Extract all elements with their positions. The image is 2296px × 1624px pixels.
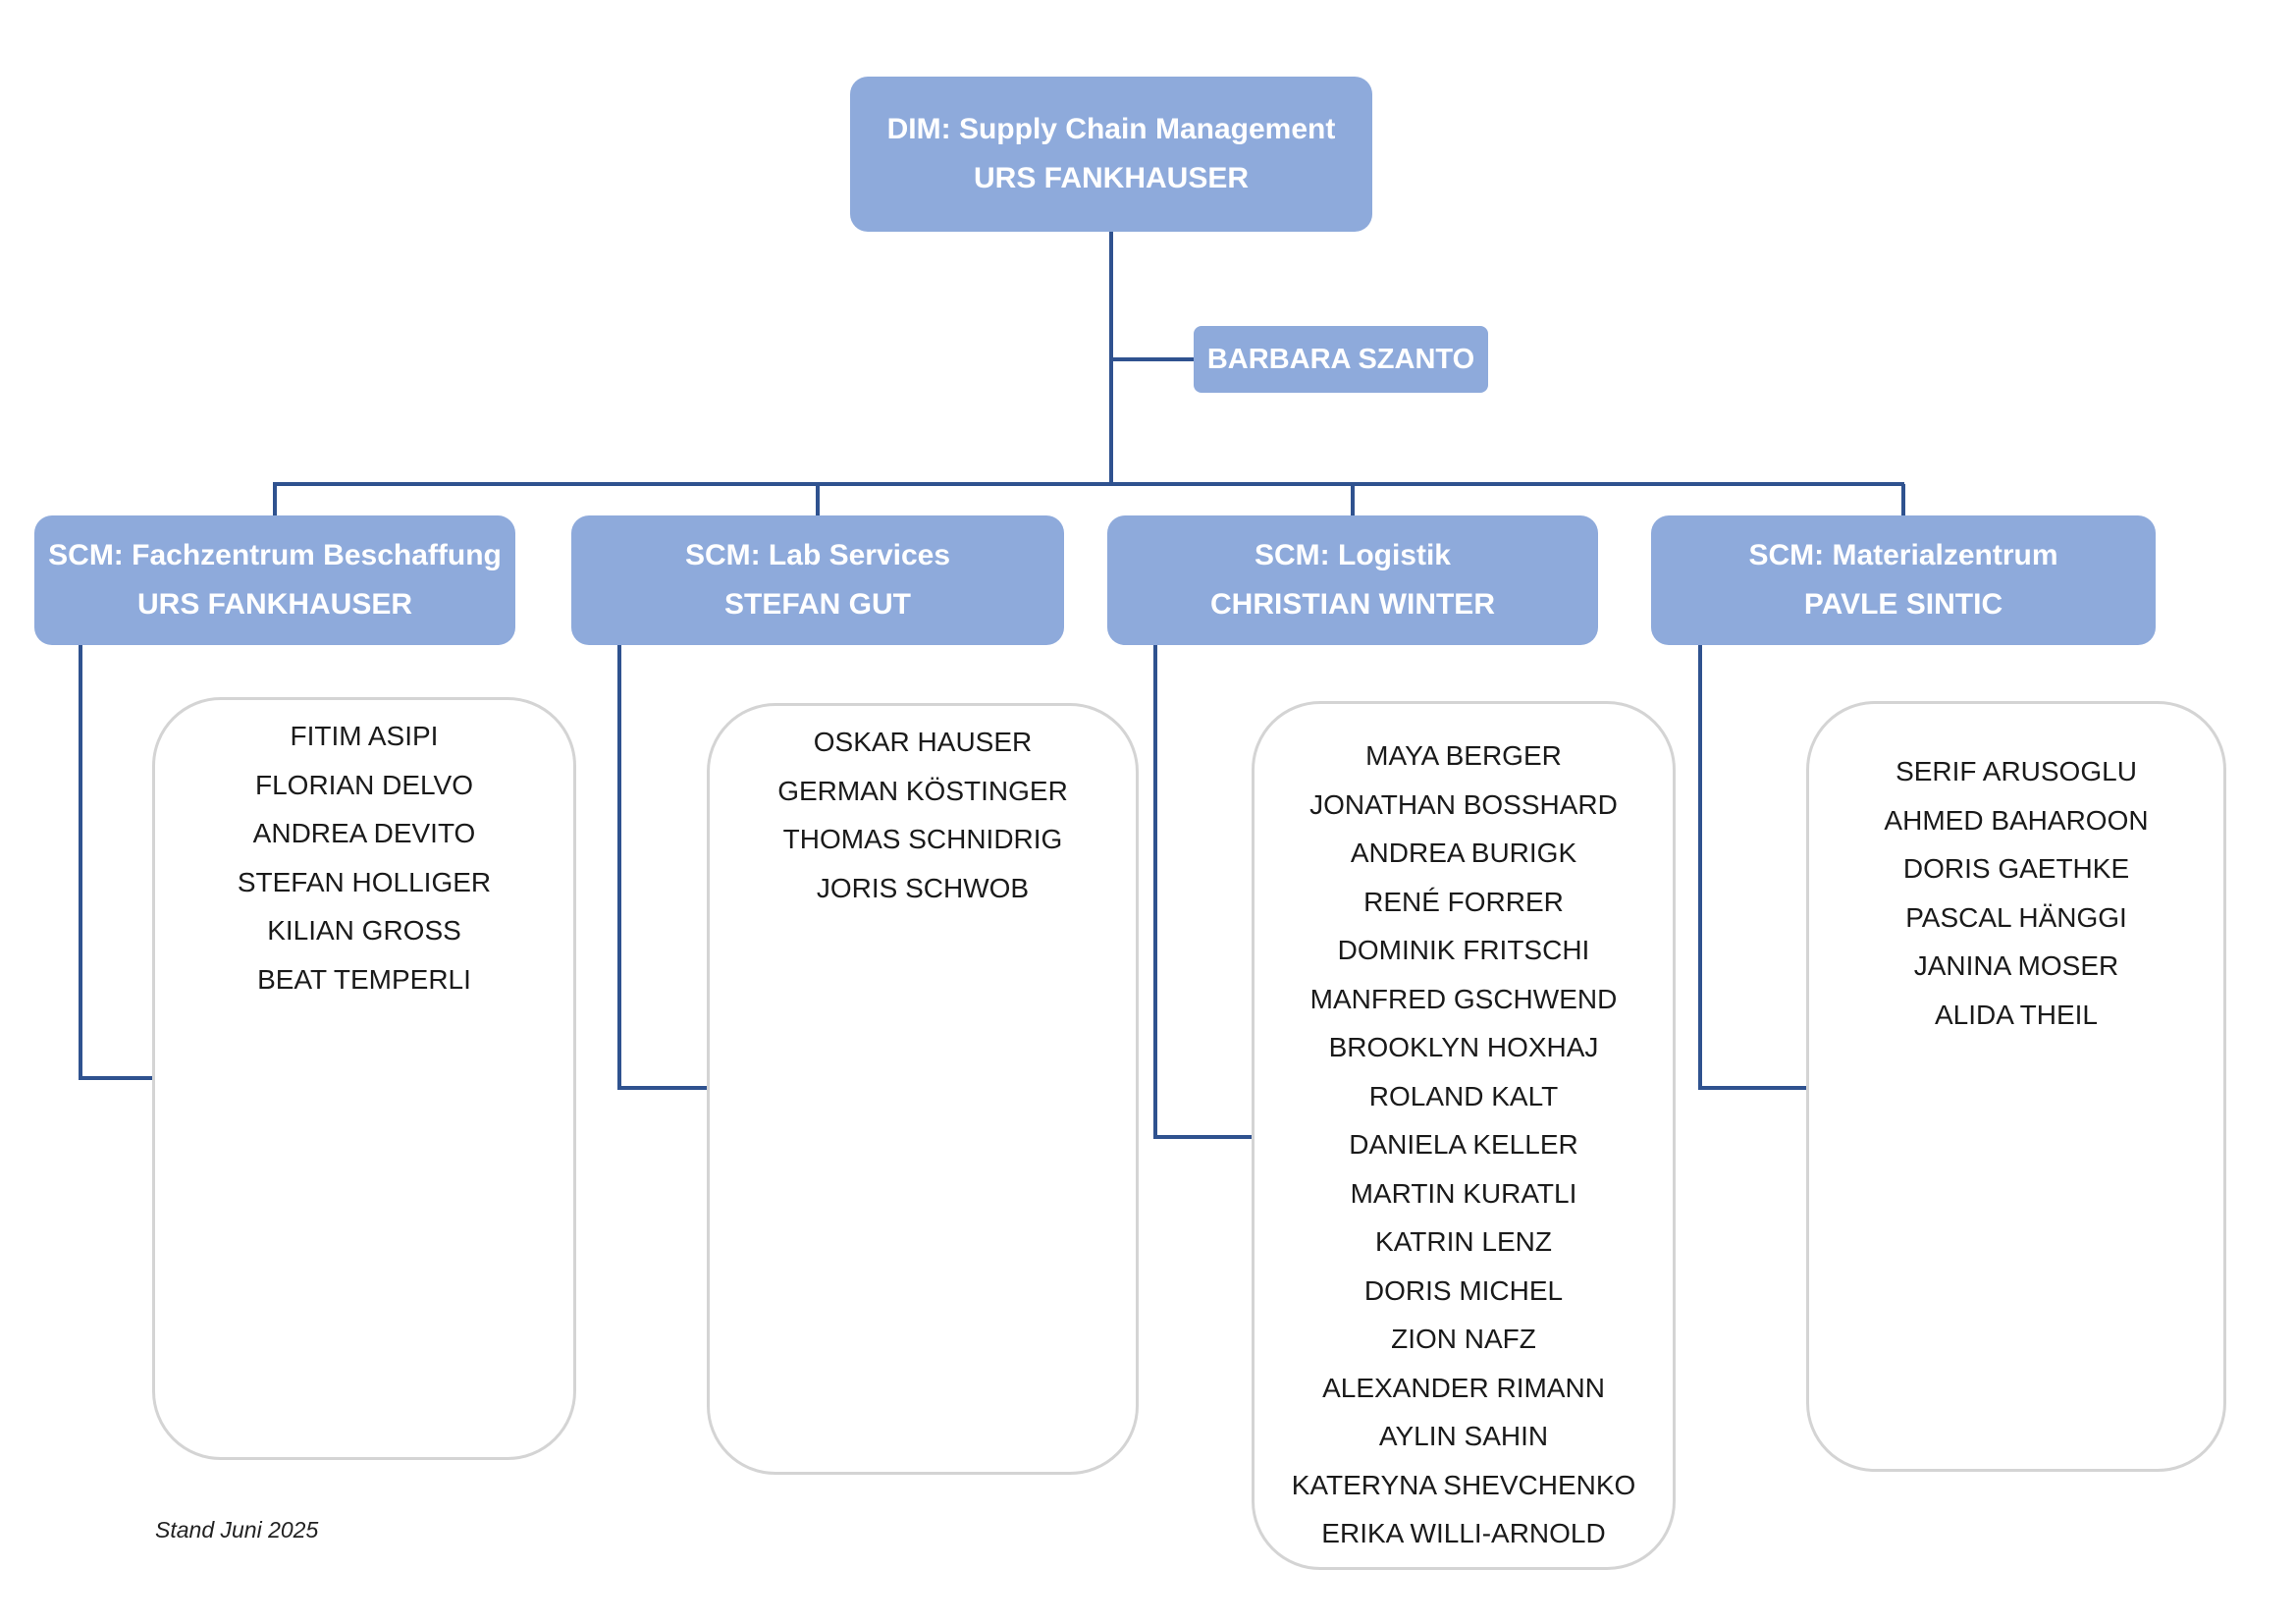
connector-members-0: [79, 645, 152, 1080]
footer-date-note: Stand Juni 2025: [155, 1517, 319, 1543]
member-name: JANINA MOSER: [1913, 950, 2119, 981]
department-box: SCM: Logistik CHRISTIAN WINTER: [1107, 515, 1598, 645]
member-name: STEFAN HOLLIGER: [237, 866, 492, 897]
member-name: PASCAL HÄNGGI: [1905, 901, 2127, 933]
member-name: ALEXANDER RIMANN: [1322, 1372, 1605, 1403]
connector-members-2: [1153, 645, 1252, 1139]
member-name: ZION NAFZ: [1391, 1324, 1536, 1354]
top-unit-head: URS FANKHAUSER: [973, 162, 1250, 194]
member-name: AYLIN SAHIN: [1378, 1421, 1549, 1451]
department-box: SCM: Fachzentrum Beschaffung URS FANKHAU…: [34, 515, 515, 645]
department-head: PAVLE SINTIC: [1803, 588, 2003, 621]
member-name: SERIF ARUSOGLU: [1896, 756, 2137, 786]
member-name: AHMED BAHAROON: [1884, 804, 2149, 836]
member-list-fachzentrum-beschaffung: FITIM ASIPI FLORIAN DELVO ANDREA DEVITO …: [152, 697, 576, 1460]
member-name: DOMINIK FRITSCHI: [1337, 935, 1590, 965]
department-box: SCM: Materialzentrum PAVLE SINTIC: [1651, 515, 2156, 645]
member-name: BEAT TEMPERLI: [257, 963, 471, 995]
member-name: FITIM ASIPI: [290, 721, 439, 751]
department-head: URS FANKHAUSER: [136, 588, 413, 621]
department-title: SCM: Logistik: [1255, 539, 1451, 571]
member-name: DORIS MICHEL: [1363, 1274, 1564, 1306]
member-name: KATERYNA SHEVCHENKO: [1291, 1469, 1636, 1500]
member-name: JORIS SCHWOB: [816, 872, 1030, 903]
member-list-logistik: MAYA BERGER JONATHAN BOSSHARD ANDREA BUR…: [1252, 701, 1676, 1570]
member-name: RENÉ FORRER: [1363, 886, 1564, 917]
member-list-materialzentrum: SERIF ARUSOGLU AHMED BAHAROON DORIS GAET…: [1806, 701, 2226, 1472]
department-head: CHRISTIAN WINTER: [1210, 588, 1495, 621]
member-name: THOMAS SCHNIDRIG: [782, 824, 1063, 854]
member-name: ALIDA THEIL: [1934, 999, 2098, 1030]
member-name: MAYA BERGER: [1365, 740, 1562, 771]
member-name: GERMAN KÖSTINGER: [777, 775, 1068, 806]
member-name: DORIS GAETHKE: [1902, 853, 2130, 884]
department-title: SCM: Fachzentrum Beschaffung: [48, 539, 502, 571]
assistant-box: BARBARA SZANTO: [1194, 326, 1488, 393]
top-unit-box: DIM: Supply Chain Management URS FANKHAU…: [850, 77, 1372, 232]
department-head: STEFAN GUT: [723, 588, 911, 621]
member-name: ANDREA BURIGK: [1350, 838, 1577, 868]
assistant-name: BARBARA SZANTO: [1206, 344, 1475, 375]
member-name: MANFRED GSCHWEND: [1309, 983, 1618, 1014]
member-name: KILIAN GROSS: [267, 915, 461, 946]
member-list-lab-services: OSKAR HAUSER GERMAN KÖSTINGER THOMAS SCH…: [707, 703, 1139, 1475]
member-name: FLORIAN DELVO: [255, 769, 473, 800]
member-name: JONATHAN BOSSHARD: [1309, 788, 1618, 820]
department-box: SCM: Lab Services STEFAN GUT: [571, 515, 1064, 645]
connector-members-3: [1698, 645, 1806, 1090]
member-name: BROOKLYN HOXHAJ: [1328, 1032, 1599, 1062]
member-name: KATRIN LENZ: [1375, 1226, 1552, 1257]
department-title: SCM: Lab Services: [684, 539, 951, 571]
member-name: OSKAR HAUSER: [813, 727, 1033, 757]
member-name: MARTIN KURATLI: [1350, 1177, 1577, 1209]
connector-members-1: [617, 645, 707, 1090]
department-title: SCM: Materialzentrum: [1748, 539, 2058, 571]
member-name: DANIELA KELLER: [1349, 1129, 1578, 1160]
member-name: ERIKA WILLI-ARNOLD: [1321, 1518, 1606, 1548]
top-unit-title: DIM: Supply Chain Management: [886, 113, 1336, 145]
member-name: ANDREA DEVITO: [252, 818, 476, 848]
member-name: ROLAND KALT: [1368, 1080, 1559, 1111]
